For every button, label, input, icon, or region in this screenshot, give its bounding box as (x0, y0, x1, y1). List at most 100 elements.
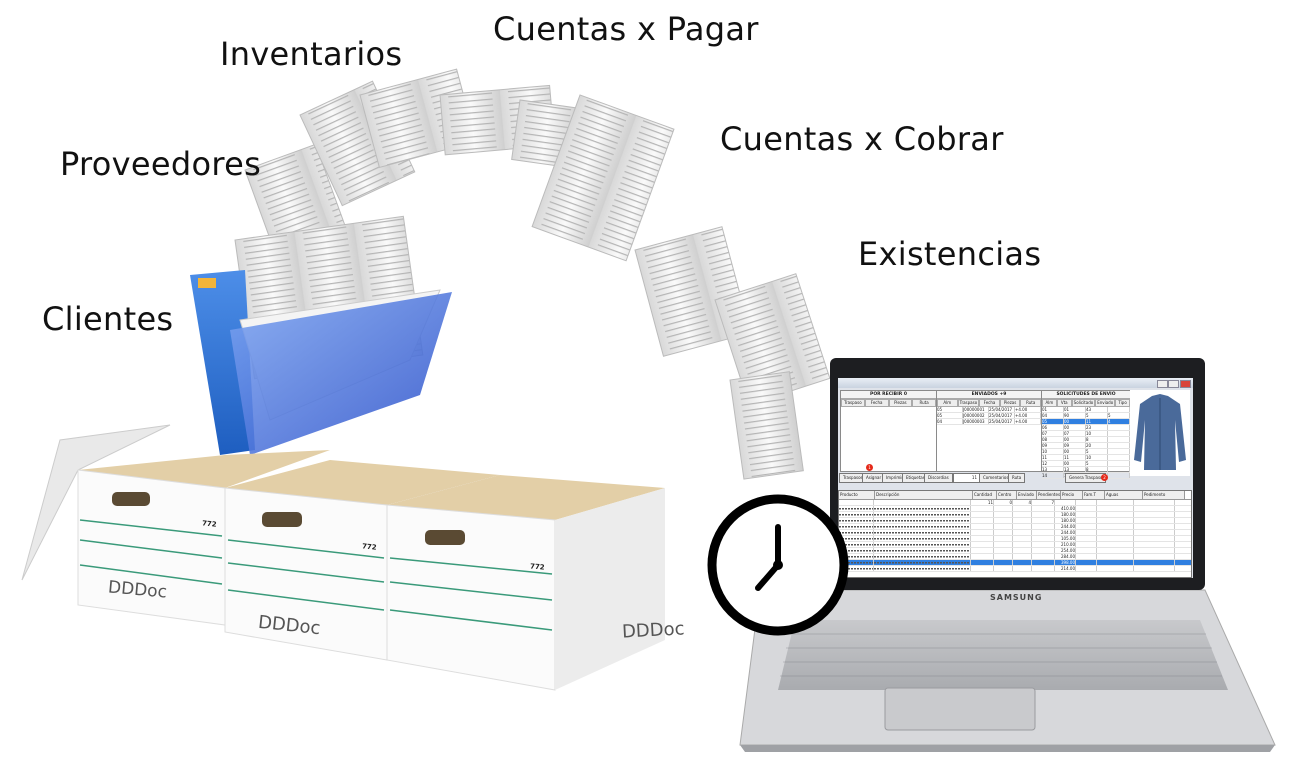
cell: 05 (937, 413, 963, 418)
table-row[interactable]: 410.00 (839, 506, 1191, 512)
empty-cell (1076, 500, 1097, 505)
column-header[interactable]: Pedimento (1143, 491, 1185, 499)
empty-cell (1055, 500, 1076, 505)
table-row[interactable]: 180.00 (839, 518, 1191, 524)
column-header[interactable]: Centro (997, 491, 1017, 499)
cell (1032, 512, 1055, 517)
cell (1032, 506, 1055, 511)
cell (1032, 542, 1055, 547)
cell (1108, 455, 1130, 460)
cell: 10 (1042, 449, 1064, 454)
table-row[interactable]: 210.00 (839, 542, 1191, 548)
counter-field[interactable]: 11 (953, 473, 981, 483)
column-header[interactable]: Solicitado (1071, 399, 1096, 407)
table-row[interactable]: 244.00 (839, 524, 1191, 530)
cell (1076, 524, 1097, 529)
column-header[interactable]: Piezas (999, 399, 1021, 407)
cell (1013, 554, 1032, 559)
cell: 14 (1042, 473, 1064, 478)
column-header[interactable]: Fecha (864, 399, 889, 407)
column-header[interactable]: Precio (1061, 491, 1083, 499)
column-header[interactable]: Ruta (912, 399, 936, 407)
cell (1108, 449, 1130, 454)
cell (971, 512, 994, 517)
table-row[interactable]: 214.00 (839, 566, 1191, 572)
table-row[interactable]: 254.00 (839, 548, 1191, 554)
column-header[interactable]: Vta (1056, 399, 1072, 407)
panel-enviados: ENVIADOS +9 Alm Traspaso Fecha Piezas Ru… (936, 390, 1042, 472)
column-header[interactable]: Aguas (1105, 491, 1143, 499)
product-image (1130, 390, 1190, 476)
column-header[interactable]: Descripción (875, 491, 973, 499)
cell: 25/04/2017 (989, 419, 1015, 424)
column-header[interactable]: Cantidad (973, 491, 997, 499)
cell (1097, 548, 1134, 553)
cell (1032, 560, 1055, 565)
column-header[interactable]: Enviado (1095, 399, 1116, 407)
cell (839, 506, 874, 511)
cell: 12 (1042, 461, 1064, 466)
column-header[interactable]: Traspaso (957, 399, 980, 407)
panel-solicitudes-envio: SOLICITUDES DE ENVIO Alm Vta Solicitado … (1041, 390, 1131, 479)
window-titlebar (838, 378, 1193, 388)
maximize-button[interactable] (1168, 380, 1179, 388)
cell (874, 536, 971, 541)
column-header[interactable]: Producto (839, 491, 875, 499)
close-button[interactable] (1180, 380, 1191, 388)
table-row[interactable]: 105.00 (839, 536, 1191, 542)
table-row[interactable]: 180.00 (839, 512, 1191, 518)
column-header[interactable]: Enviado (1017, 491, 1037, 499)
panel-count: 0 (903, 392, 907, 397)
label-inventarios: Inventarios (220, 35, 403, 73)
cell: 11 (1042, 455, 1064, 460)
cell (1108, 467, 1130, 472)
column-header[interactable]: Fam.T (1083, 491, 1105, 499)
table-row[interactable]: 284.00 (839, 554, 1191, 560)
ruta-button[interactable]: Ruta (1008, 473, 1026, 483)
cell: 09 (1042, 443, 1064, 448)
table-row[interactable]: 398.00 (839, 560, 1191, 566)
cell: 00 (1064, 419, 1086, 424)
column-header[interactable]: Tipo (1115, 399, 1130, 407)
label-cuentas-por-pagar: Cuentas x Pagar (493, 10, 759, 48)
cell (994, 566, 1013, 571)
cell: 10 (1086, 455, 1108, 460)
price-cell: 180.00 (1055, 518, 1076, 523)
price-cell: 284.00 (1055, 554, 1076, 559)
cell (1032, 530, 1055, 535)
cell (1032, 518, 1055, 523)
column-header[interactable]: Pendientes (1037, 491, 1061, 499)
folder-icon (190, 270, 452, 455)
cell (1076, 542, 1097, 547)
minimize-button[interactable] (1157, 380, 1168, 388)
cell (1097, 512, 1134, 517)
column-header[interactable]: Fecha (979, 399, 1000, 407)
column-header[interactable]: Traspaso (841, 399, 865, 407)
cell (971, 542, 994, 547)
table-row[interactable]: 244.00 (839, 530, 1191, 536)
column-header[interactable]: Alm (1042, 399, 1057, 407)
price-cell: 244.00 (1055, 530, 1076, 535)
cell: 00 (1064, 461, 1086, 466)
discordias-button[interactable]: Discordias (924, 473, 953, 483)
column-header[interactable]: Ruta (1020, 399, 1041, 407)
column-header[interactable]: Piezas (888, 399, 913, 407)
column-header[interactable]: Alm (937, 399, 958, 407)
cell (1097, 542, 1134, 547)
panel-por-recibir: POR RECIBIR 0 Traspaso Fecha Piezas Ruta (840, 390, 937, 472)
price-cell: 105.00 (1055, 536, 1076, 541)
